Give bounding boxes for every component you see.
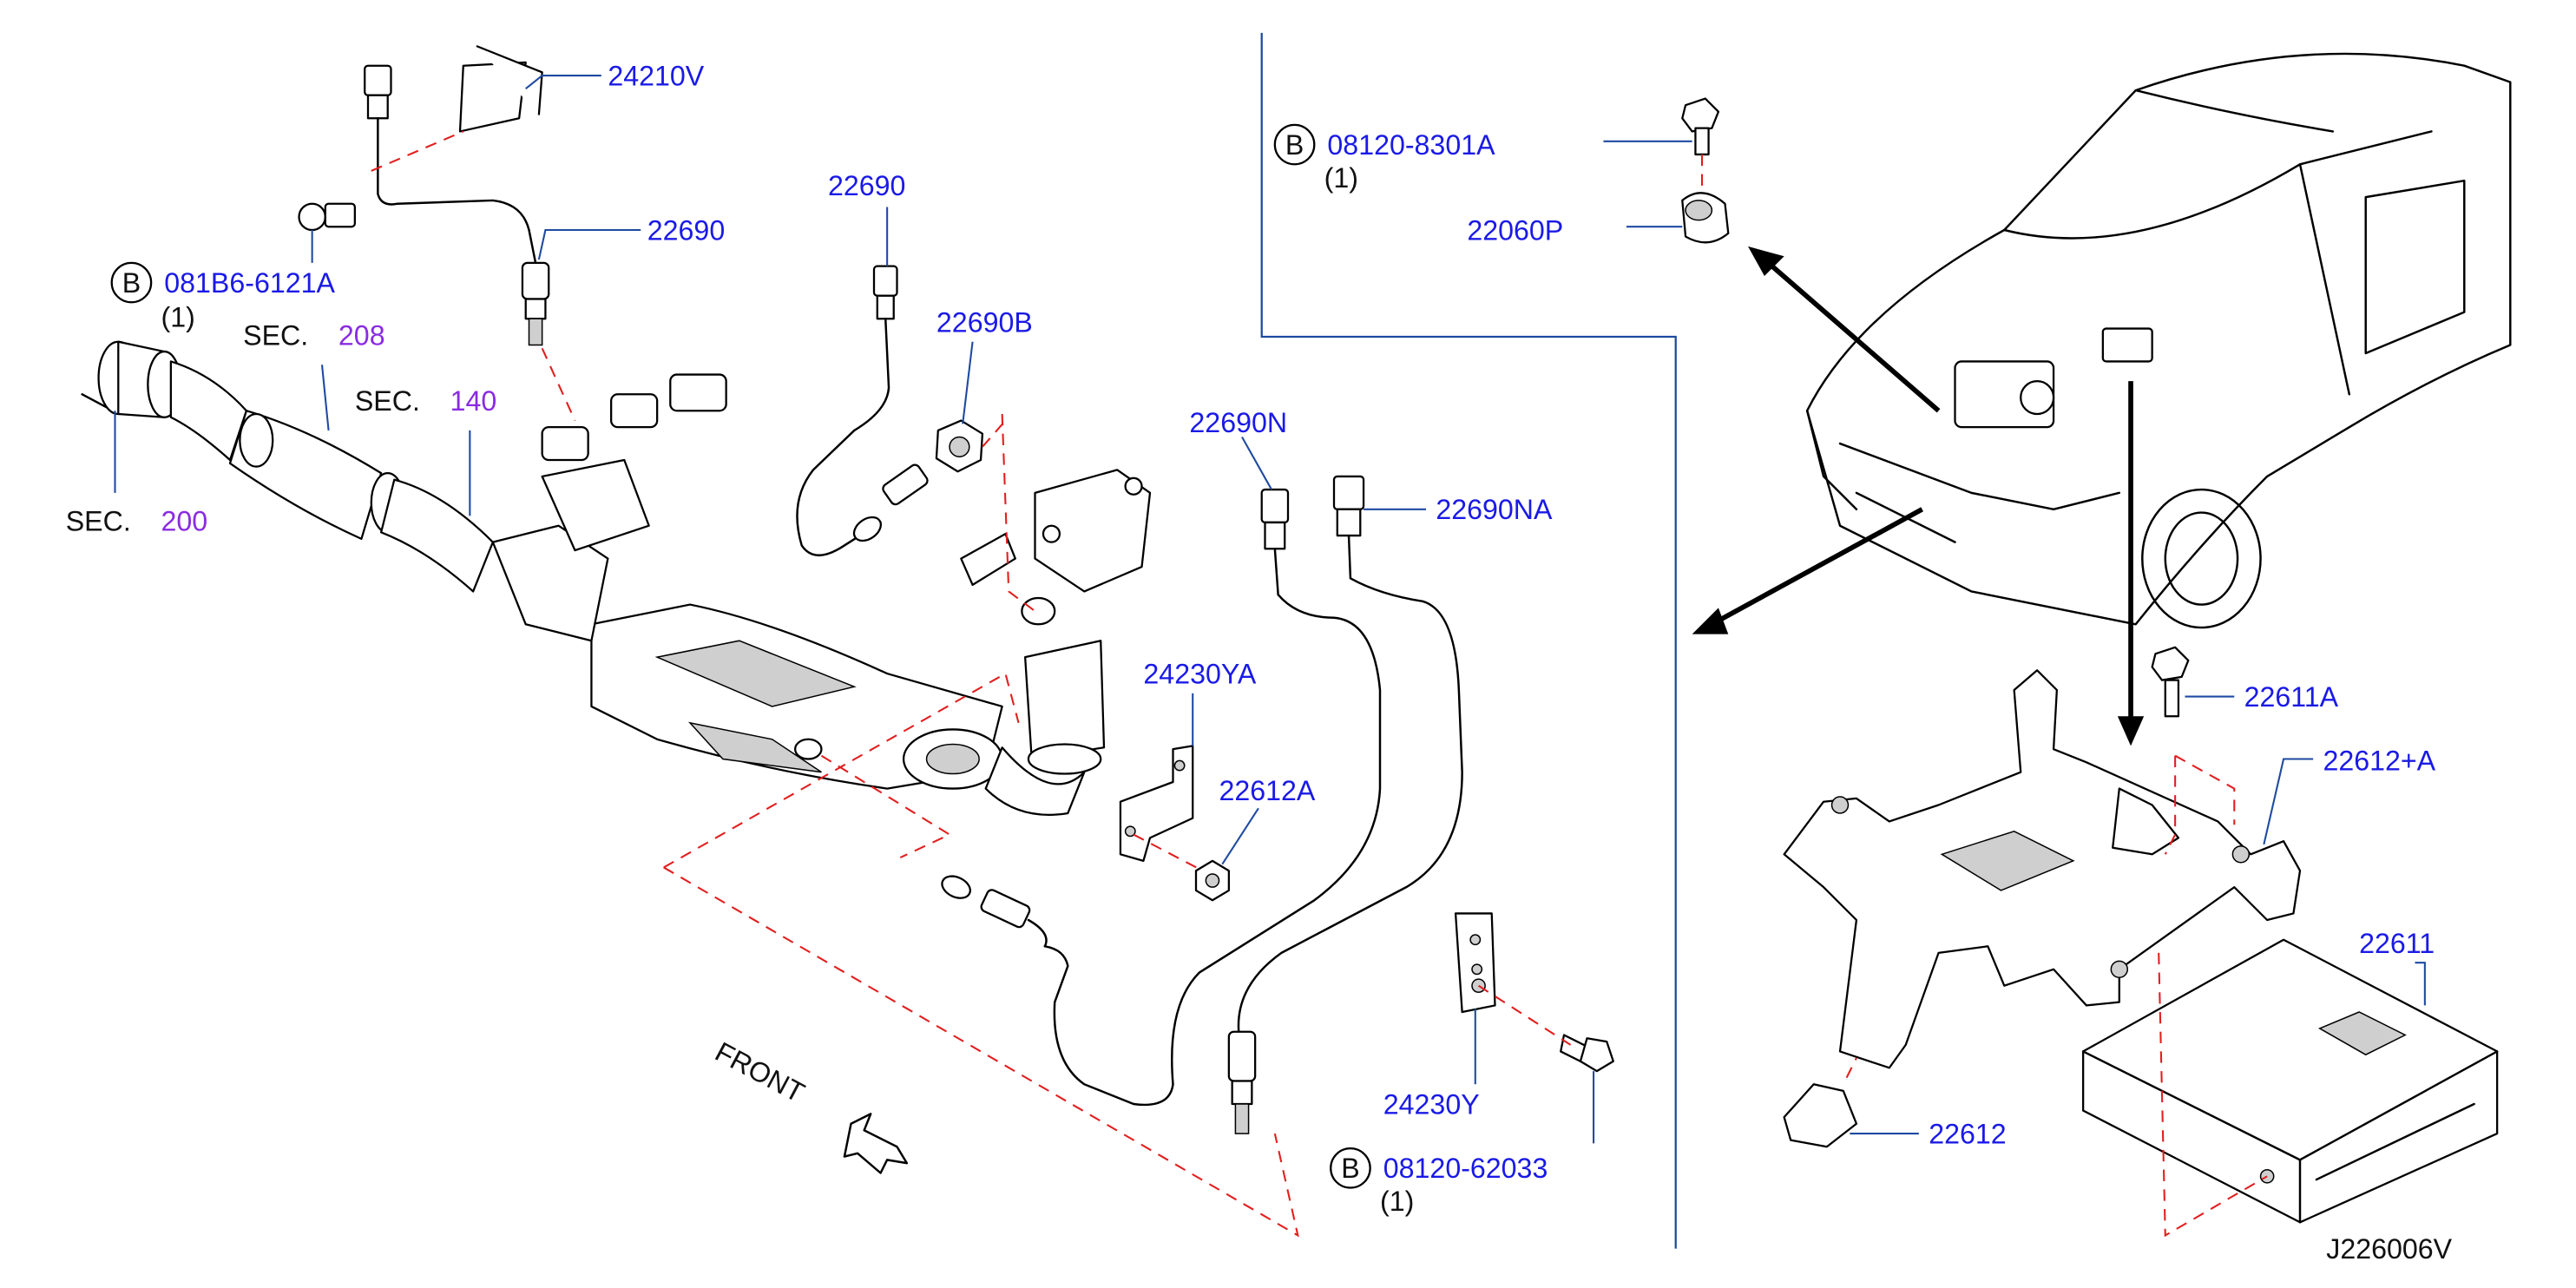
dashed-guides-left: [371, 130, 1572, 1238]
o2-sensor-22690-middle: [796, 265, 929, 557]
front-arrow: [843, 1113, 909, 1174]
section-prefix: SEC.: [355, 385, 420, 417]
catalytic-converter-main: [491, 373, 1003, 790]
clip-22612: [1783, 1083, 1858, 1148]
part-label: 22690NA: [1436, 494, 1553, 525]
bolt-22611a: [2151, 646, 2190, 718]
part-label: 08120-8301A: [1327, 129, 1495, 161]
o2-sensor-22690na: [1227, 475, 1463, 1134]
part-label: 22690B: [936, 306, 1033, 338]
b-badge-circle: [1330, 1147, 1371, 1189]
section-number: 140: [450, 385, 497, 417]
bolt-08120-8301a: [1681, 97, 1720, 194]
b-badge: B: [1341, 1153, 1359, 1184]
front-label: FRONT: [710, 1035, 810, 1108]
ecm-22611: [2081, 938, 2499, 1224]
bolt-08120-62033: [1560, 1034, 1614, 1073]
section-number: 208: [338, 320, 385, 352]
part-label: 22690: [828, 170, 905, 201]
o2-sensor-22690-upper: [364, 44, 550, 346]
leader-lines: [114, 75, 2426, 1144]
part-label: 22612A: [1219, 775, 1315, 806]
part-label: 24230YA: [1143, 658, 1256, 689]
section-prefix: SEC.: [66, 505, 131, 536]
part-label: 22690N: [1189, 407, 1287, 438]
dashed-guides-right: [1845, 754, 2268, 1238]
drawing-id: J226006V: [2326, 1233, 2452, 1265]
part-qty: (1): [161, 302, 195, 333]
part-label: 22611: [2359, 928, 2435, 959]
exhaust-manifold-catalyst: [960, 469, 1152, 816]
part-qty: (1): [1380, 1186, 1414, 1217]
ecm-bracket: [1783, 669, 2302, 1069]
b-badge-circle: [1273, 123, 1316, 166]
nut-22612a: [1194, 859, 1230, 902]
part-label: 24230Y: [1383, 1088, 1480, 1120]
leader-arrows: [1692, 246, 2145, 746]
nut-22690b: [935, 419, 984, 473]
bracket-24230ya: [1119, 745, 1194, 862]
b-badge: B: [122, 267, 141, 299]
part-label: 22690: [647, 214, 725, 246]
part-label: 22612+A: [2323, 746, 2435, 777]
vehicle-outline: [1805, 52, 2512, 629]
part-label: 22612: [1929, 1118, 2006, 1149]
part-label: 22611A: [2244, 681, 2339, 713]
part-label: 22060P: [1467, 214, 1563, 246]
part-label: 08120-62033: [1383, 1153, 1548, 1184]
bracket-24230y: [1454, 912, 1496, 1014]
b-badge: B: [1285, 129, 1304, 161]
section-prefix: SEC.: [243, 320, 308, 352]
part-qty: (1): [1324, 162, 1358, 194]
section-frame: [1260, 32, 1677, 1249]
b-badge-circle: [110, 261, 153, 304]
exhaust-front-pipe: [81, 340, 494, 593]
section-number: 200: [161, 505, 208, 536]
knock-sensor-22060p: [1681, 192, 1730, 244]
part-label: 24210V: [608, 60, 704, 91]
part-label: 081B6-6121A: [164, 267, 335, 299]
bolt-081b6-6121a: [298, 202, 356, 232]
o2-sensor-22690n: [941, 488, 1382, 1107]
